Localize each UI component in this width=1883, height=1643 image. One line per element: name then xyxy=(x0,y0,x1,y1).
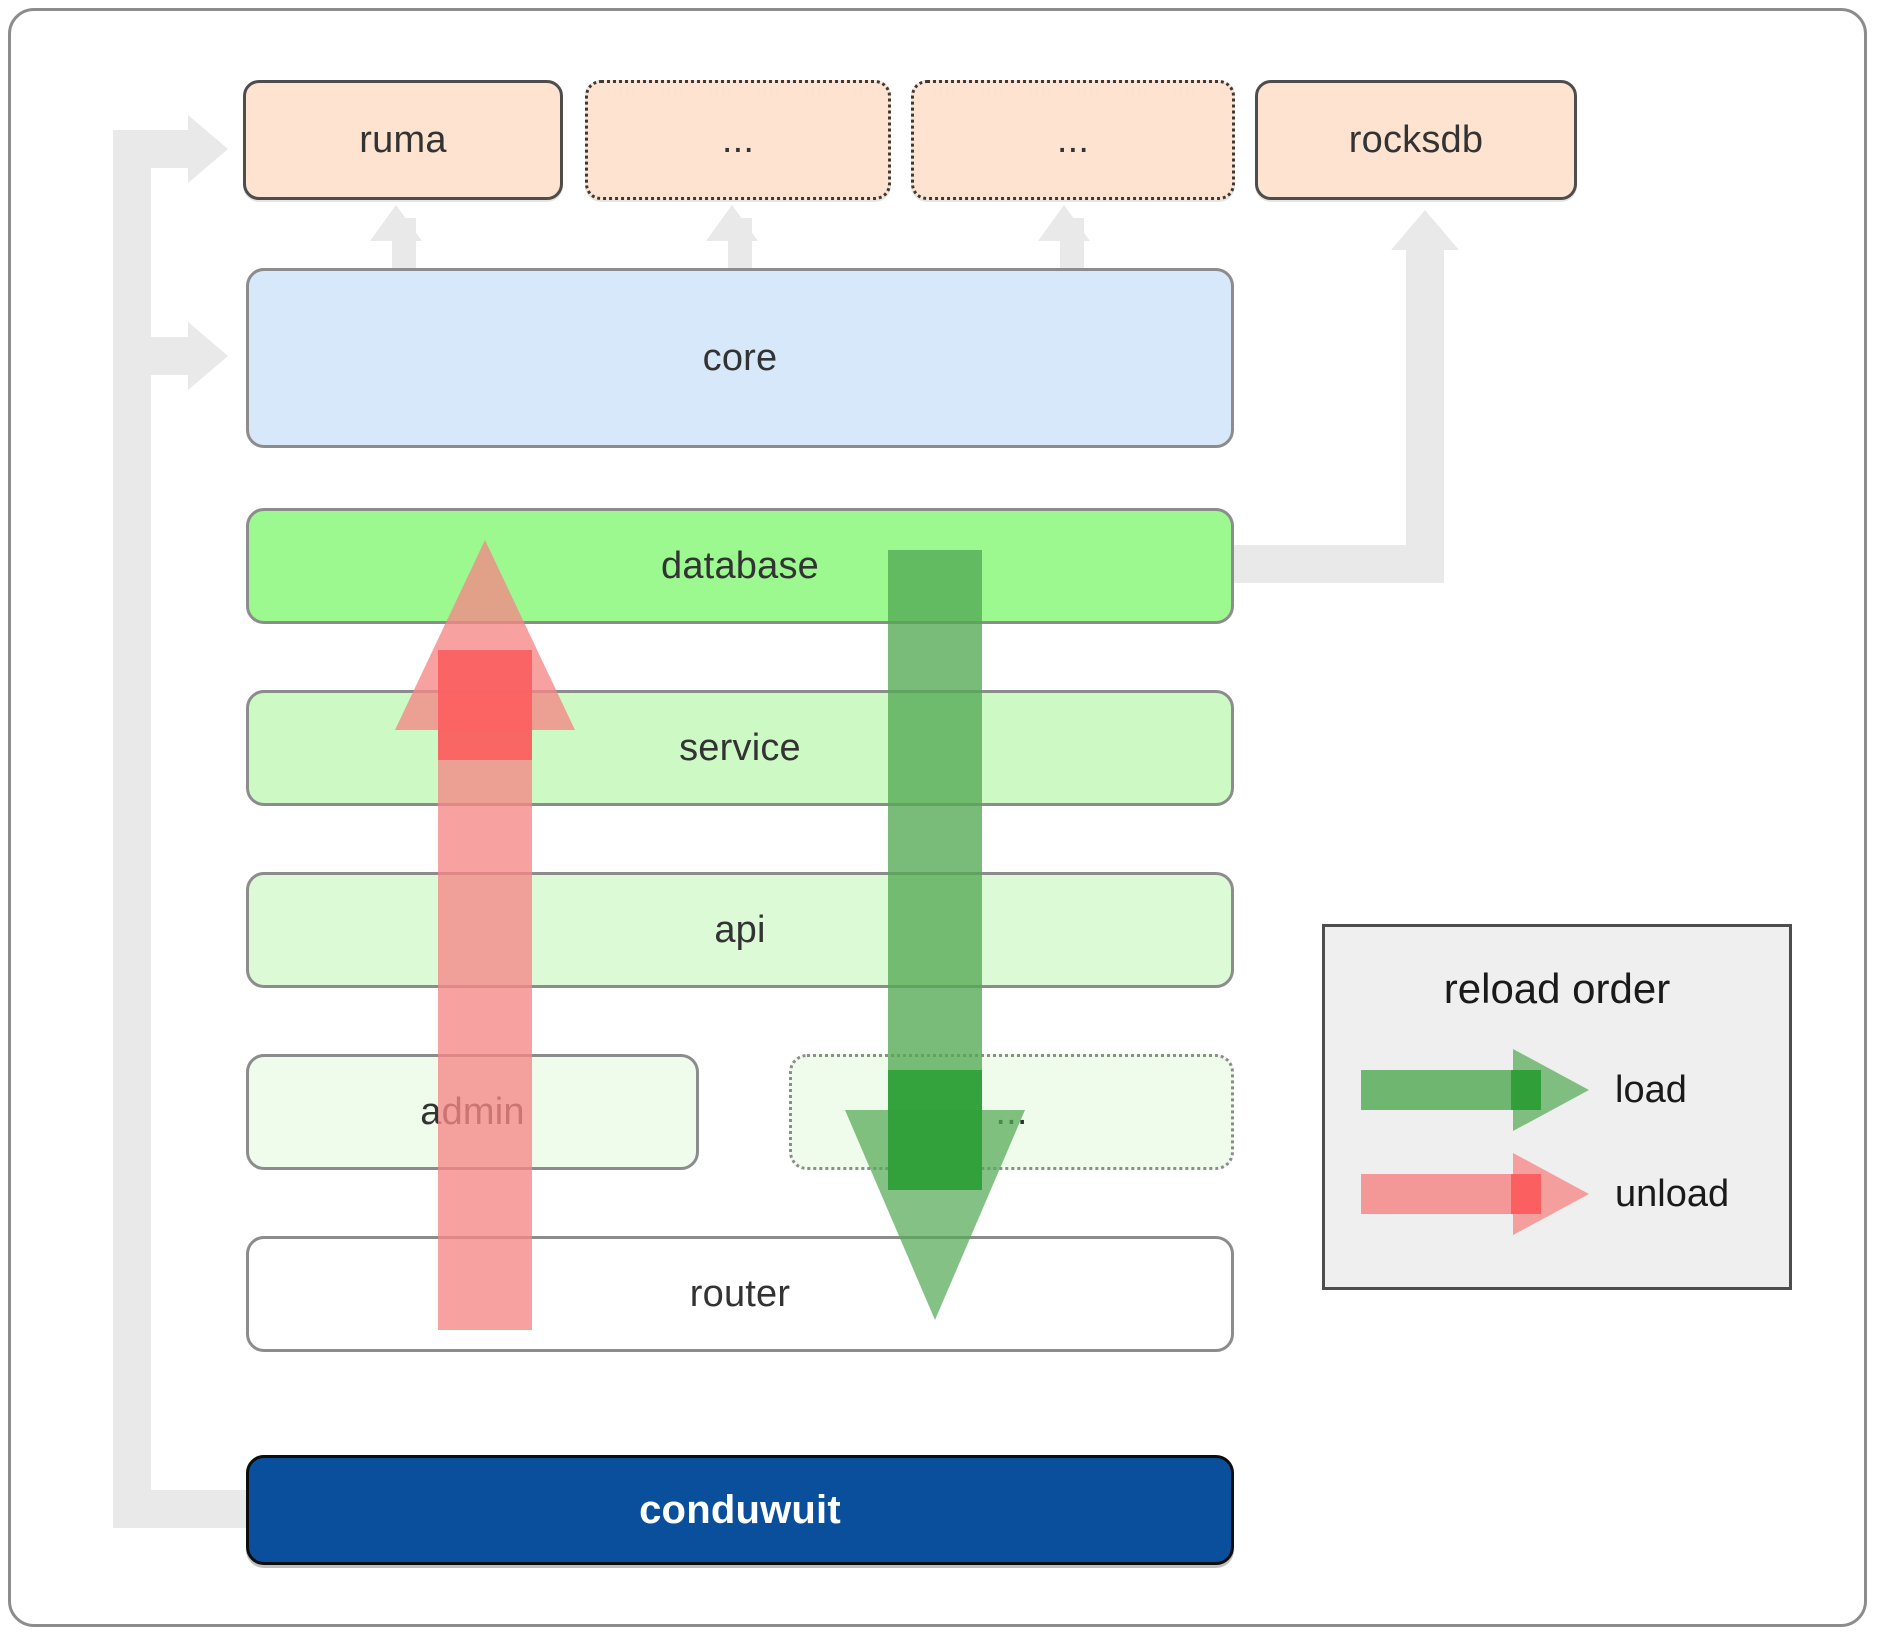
legend-load-arrow-icon xyxy=(1361,1049,1589,1131)
node-api[interactable]: api xyxy=(246,872,1234,988)
node-layer-placeholder[interactable]: ... xyxy=(789,1054,1234,1170)
legend-row-load: load xyxy=(1361,1049,1687,1131)
node-conduwuit-label: conduwuit xyxy=(639,1487,841,1532)
connector-db-to-rocksdb-h xyxy=(1228,545,1426,583)
node-ruma-label: ruma xyxy=(359,118,447,161)
node-service[interactable]: service xyxy=(246,690,1234,806)
node-core[interactable]: core xyxy=(246,268,1234,448)
legend-row-unload: unload xyxy=(1361,1153,1729,1235)
node-rocksdb[interactable]: rocksdb xyxy=(1255,80,1577,200)
legend-title: reload order xyxy=(1443,965,1671,1012)
node-admin-label: admin xyxy=(420,1090,525,1133)
node-dep-placeholder-2-label: ... xyxy=(1056,118,1090,161)
node-layer-placeholder-label: ... xyxy=(995,1090,1028,1133)
connector-db-to-rocksdb-v xyxy=(1406,250,1444,583)
node-dep-placeholder-2[interactable]: ... xyxy=(911,80,1235,200)
legend-load-label: load xyxy=(1615,1068,1687,1111)
connector-conduwuit-tail xyxy=(113,1490,246,1528)
node-rocksdb-label: rocksdb xyxy=(1348,118,1484,161)
legend-panel: reload order load unload xyxy=(1322,924,1792,1290)
node-dep-placeholder-1-label: ... xyxy=(721,118,755,161)
connector-arrowhead-core-ruma xyxy=(370,205,422,241)
node-admin[interactable]: admin xyxy=(246,1054,699,1170)
connector-left-to-ruma xyxy=(113,130,188,168)
connector-left-to-core xyxy=(113,337,188,375)
node-database[interactable]: database xyxy=(246,508,1234,624)
node-ruma[interactable]: ruma xyxy=(243,80,563,200)
node-router[interactable]: router xyxy=(246,1236,1234,1352)
connector-arrowhead-core xyxy=(188,322,228,390)
node-dep-placeholder-1[interactable]: ... xyxy=(585,80,891,200)
connector-arrowhead-rocksdb xyxy=(1391,210,1459,250)
connector-arrowhead-core-dep2 xyxy=(706,205,758,241)
node-api-label: api xyxy=(714,908,766,951)
connector-arrowhead-ruma xyxy=(188,115,228,183)
legend-unload-label: unload xyxy=(1615,1172,1730,1215)
node-conduwuit[interactable]: conduwuit xyxy=(246,1455,1234,1565)
connector-arrowhead-core-dep3 xyxy=(1038,205,1090,241)
diagram-frame xyxy=(8,8,1867,1627)
node-database-label: database xyxy=(661,544,819,587)
node-core-label: core xyxy=(702,336,778,379)
legend-unload-arrow-icon xyxy=(1361,1153,1589,1235)
node-router-label: router xyxy=(689,1272,791,1315)
node-service-label: service xyxy=(679,726,801,769)
